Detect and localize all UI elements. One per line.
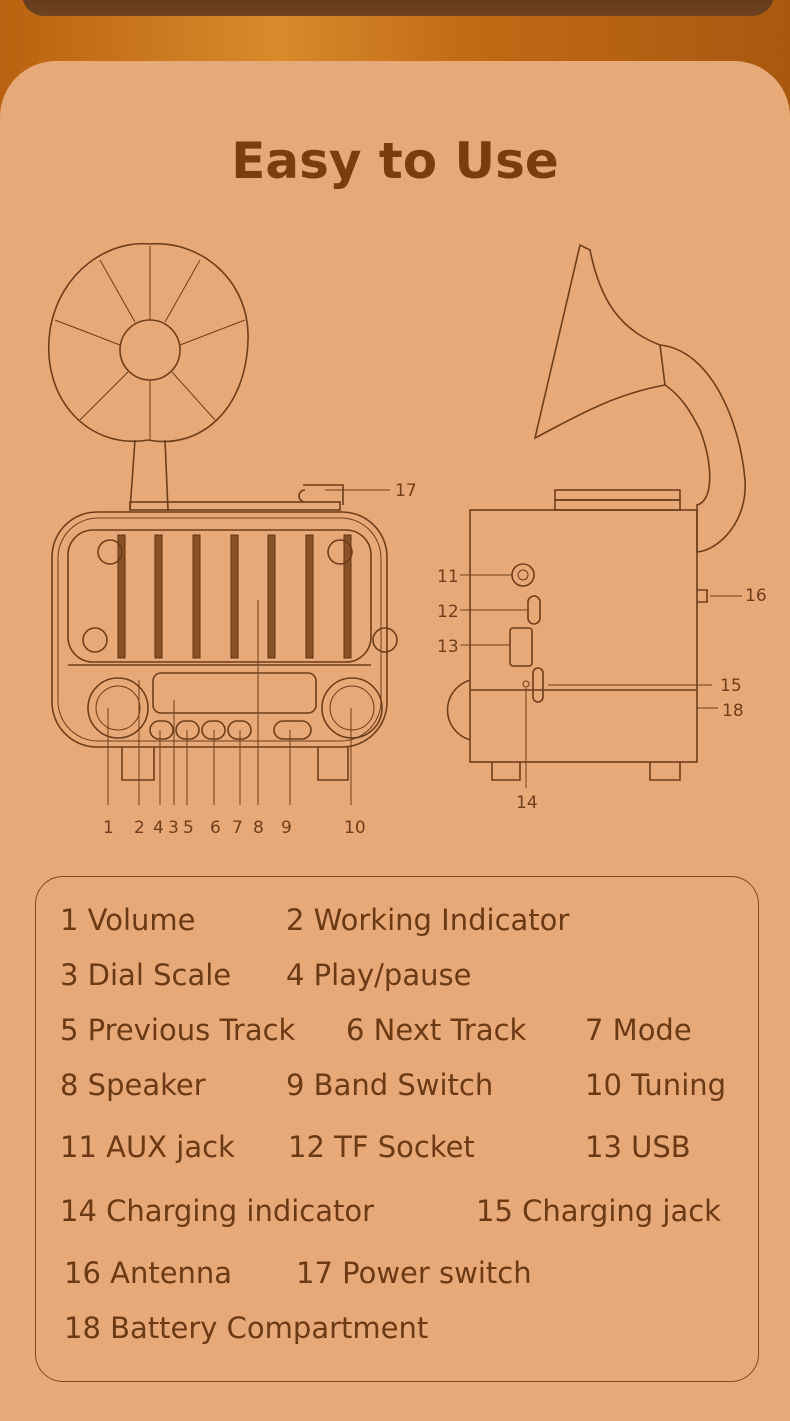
callout-10: 10 [344, 818, 366, 838]
legend-item: 11 AUX jack [60, 1130, 235, 1164]
callout-2: 2 [134, 818, 145, 838]
wood-shelf-decoration [22, 0, 774, 16]
callout-18: 18 [722, 701, 744, 721]
callout-15: 15 [720, 676, 742, 696]
legend-item: 8 Speaker [60, 1068, 206, 1102]
callout-9: 9 [281, 818, 292, 838]
callout-14: 14 [516, 793, 538, 813]
legend-item: 13 USB [585, 1130, 691, 1164]
front-horn-illustration [47, 242, 249, 511]
legend-box [35, 876, 759, 1382]
legend-item: 10 Tuning [585, 1068, 727, 1102]
callout-3: 3 [168, 818, 179, 838]
legend-item: 12 TF Socket [288, 1130, 475, 1164]
callout-1: 1 [103, 818, 114, 838]
legend-item: 5 Previous Track [60, 1013, 296, 1047]
front-radio-body [51, 484, 398, 805]
legend-item: 4 Play/pause [286, 958, 472, 992]
legend-item: 6 Next Track [346, 1013, 527, 1047]
page-title: Easy to Use [231, 132, 559, 190]
callout-4: 4 [153, 818, 164, 838]
callout-7: 7 [232, 818, 243, 838]
callout-12: 12 [437, 602, 459, 622]
callout-5: 5 [183, 818, 194, 838]
legend-item: 18 Battery Compartment [64, 1311, 429, 1345]
callout-17: 17 [395, 481, 417, 501]
legend-item: 17 Power switch [296, 1256, 532, 1290]
legend-item: 14 Charging indicator [60, 1194, 375, 1228]
callout-11: 11 [437, 567, 459, 587]
legend-item: 7 Mode [585, 1013, 692, 1047]
callout-16: 16 [745, 586, 767, 606]
legend-item: 15 Charging jack [476, 1194, 721, 1228]
legend-item: 3 Dial Scale [60, 958, 232, 992]
callout-8: 8 [253, 818, 264, 838]
legend-item: 16 Antenna [64, 1256, 233, 1290]
callout-6: 6 [210, 818, 221, 838]
legend-item: 9 Band Switch [286, 1068, 494, 1102]
legend-item: 2 Working Indicator [286, 903, 570, 937]
callout-13: 13 [437, 637, 459, 657]
callout-numbers: 1 2 4 3 5 6 7 8 9 10 17 11 12 13 14 15 1… [103, 481, 767, 838]
side-radio-illustration [446, 243, 746, 788]
legend-item: 1 Volume [60, 903, 196, 937]
radio-diagram: 1 2 4 3 5 6 7 8 9 10 17 11 12 13 14 15 1… [47, 242, 767, 838]
